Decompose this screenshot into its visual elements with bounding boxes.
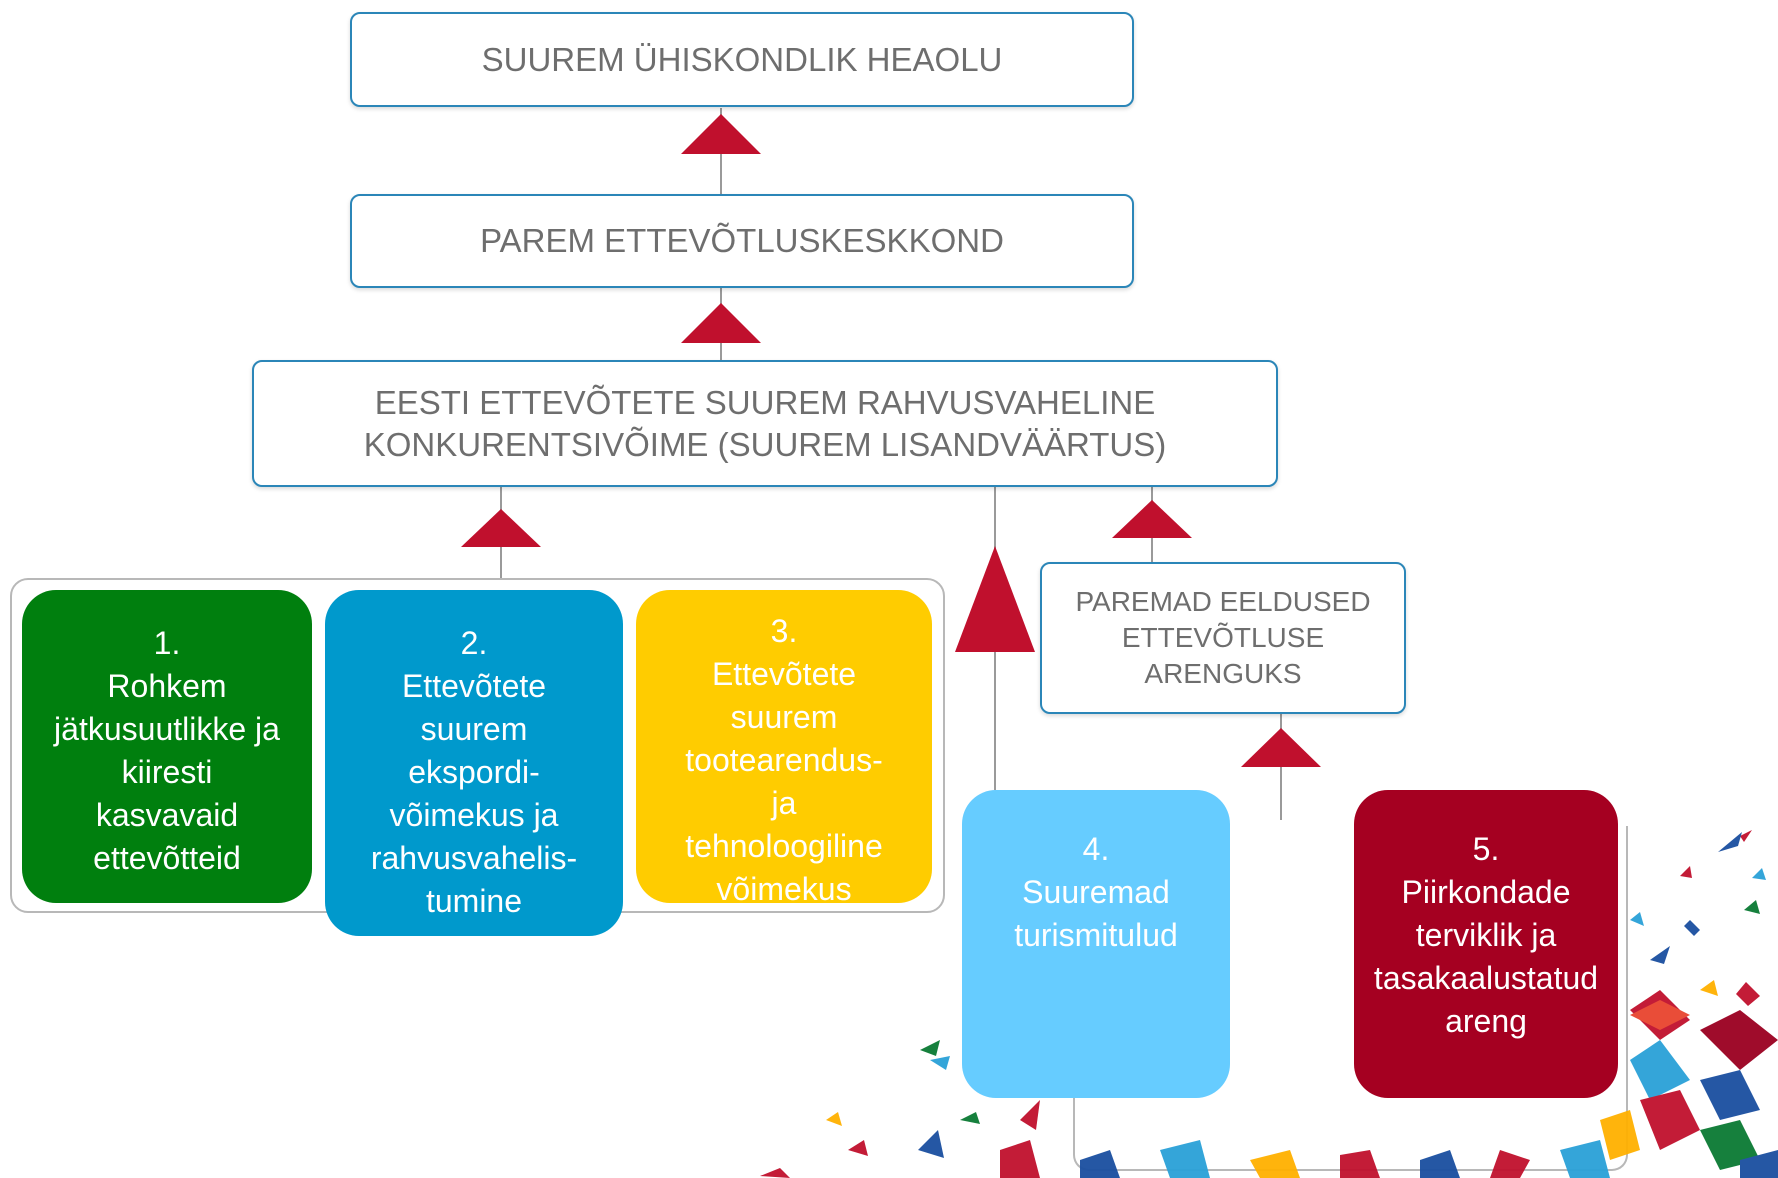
goal-5: 5. Piirkondade terviklik ja tasakaalusta… — [1354, 790, 1618, 1098]
goal-4-label: 4. Suuremad turismitulud — [1014, 831, 1178, 953]
arrow-up-icon — [955, 546, 1035, 652]
box-preconditions-label: PAREMAD EELDUSED ETTEVÕTLUSE ARENGUKS — [1075, 586, 1371, 689]
arrow-up-icon — [1112, 500, 1192, 538]
goal-5-label: 5. Piirkondade terviklik ja tasakaalusta… — [1373, 831, 1599, 1039]
goal-2: 2. Ettevõtete suurem ekspordi- võimekus … — [325, 590, 623, 936]
box-competitiveness-label: EESTI ETTEVÕTETE SUUREM RAHVUSVAHELINE K… — [363, 383, 1167, 463]
goal-4: 4. Suuremad turismitulud — [962, 790, 1230, 1098]
goal-1-label: 1. Rohkem jätkusuutlikke ja kiiresti kas… — [54, 625, 280, 876]
box-societal-wellbeing: SUUREM ÜHISKONDLIK HEAOLU — [350, 12, 1134, 107]
ornament-pattern — [760, 830, 1778, 1178]
box-competitiveness: EESTI ETTEVÕTETE SUUREM RAHVUSVAHELINE K… — [252, 360, 1278, 487]
arrow-up-icon — [1241, 728, 1321, 767]
box-business-environment: PAREM ETTEVÕTLUSKESKKOND — [350, 194, 1134, 288]
arrow-up-icon — [681, 303, 761, 343]
box-societal-wellbeing-label: SUUREM ÜHISKONDLIK HEAOLU — [481, 40, 1003, 78]
goal-2-label: 2. Ettevõtete suurem ekspordi- võimekus … — [370, 625, 578, 919]
box-preconditions: PAREMAD EELDUSED ETTEVÕTLUSE ARENGUKS — [1040, 562, 1406, 714]
arrow-up-icon — [681, 114, 761, 154]
arrow-up-icon — [461, 509, 541, 547]
goal-3-label: 3. Ettevõtete suurem tootearendus- ja te… — [685, 613, 883, 907]
goal-3: 3. Ettevõtete suurem tootearendus- ja te… — [636, 590, 932, 907]
goal-1: 1. Rohkem jätkusuutlikke ja kiiresti kas… — [22, 590, 312, 903]
box-business-environment-label: PAREM ETTEVÕTLUSKESKKOND — [480, 222, 1004, 259]
